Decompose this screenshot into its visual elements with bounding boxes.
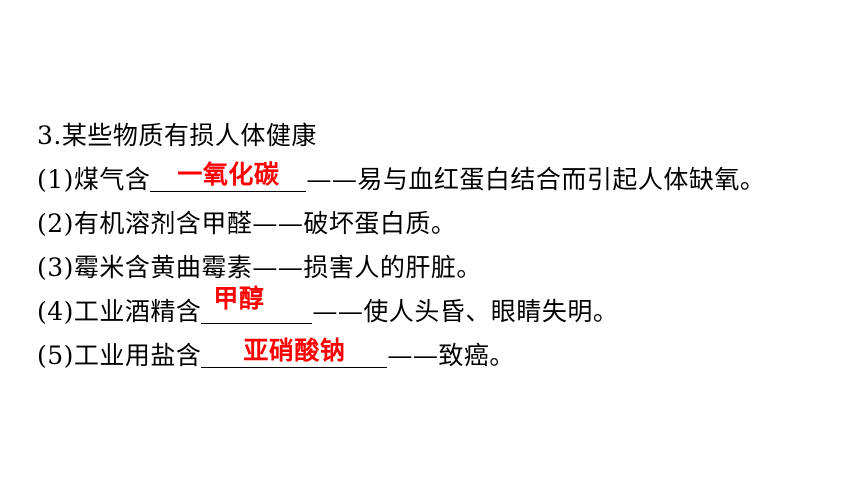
question-block: 3.某些物质有损人体健康 (1)煤气含一氧化碳 ——易与血红蛋白结合而引起人体缺氧…	[37, 114, 847, 378]
item-2: (2)有机溶剂含甲醛——破坏蛋白质。	[37, 202, 847, 246]
item-5-suffix: ——致癌。	[387, 341, 515, 370]
item-4-answer: 甲醇	[213, 284, 265, 313]
item-4-prefix: (4)工业酒精含	[37, 297, 202, 326]
item-4-suffix: ——使人头昏、眼睛失明。	[312, 297, 619, 326]
item-1-blank: 一氧化碳	[150, 160, 307, 192]
item-1-suffix: ——易与血红蛋白结合而引起人体缺氧。	[306, 165, 766, 194]
item-4: (4)工业酒精含甲醇 ——使人头昏、眼睛失明。	[37, 285, 847, 334]
item-5-prefix: (5)工业用盐含	[37, 341, 202, 370]
item-4-blank: 甲醇	[201, 285, 313, 324]
item-3: (3)霉米含黄曲霉素——损害人的肝脏。	[37, 246, 847, 290]
item-1: (1)煤气含一氧化碳 ——易与血红蛋白结合而引起人体缺氧。	[37, 158, 847, 202]
item-2-text: (2)有机溶剂含甲醛——破坏蛋白质。	[37, 209, 457, 238]
question-heading: 3.某些物质有损人体健康	[37, 121, 317, 150]
item-3-text: (3)霉米含黄曲霉素——损害人的肝脏。	[37, 253, 482, 282]
item-5-blank: 亚硝酸钠	[201, 336, 388, 368]
item-1-answer: 一氧化碳	[177, 160, 280, 189]
item-5-answer: 亚硝酸钠	[243, 336, 346, 365]
item-1-prefix: (1)煤气含	[37, 165, 151, 194]
item-5: (5)工业用盐含 亚硝酸钠 ——致癌。	[37, 334, 847, 378]
